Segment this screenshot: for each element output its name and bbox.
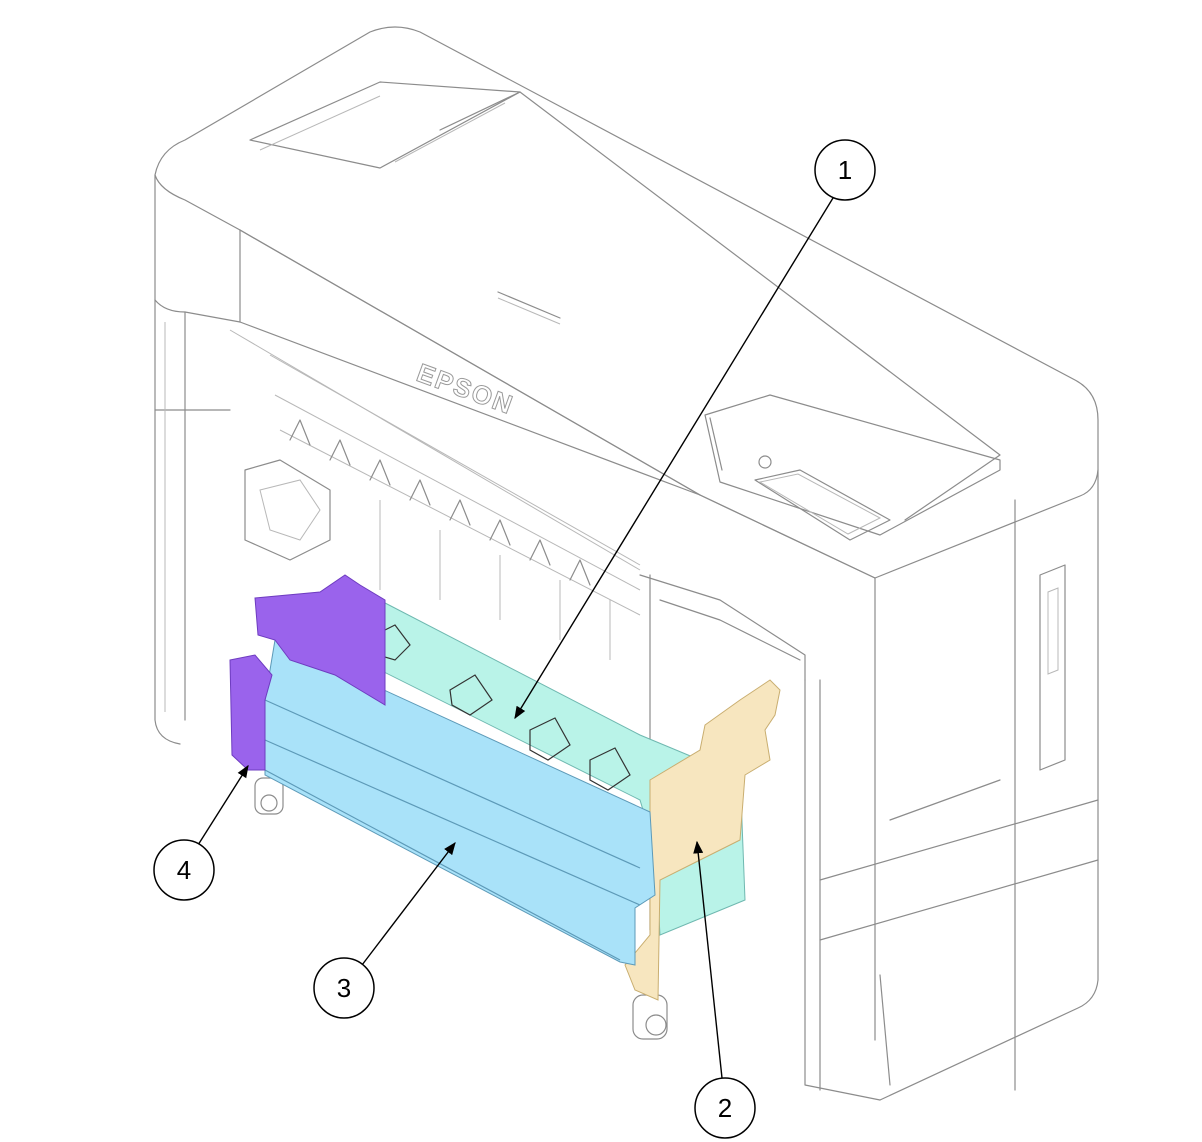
part-3-ribs <box>264 699 641 961</box>
printer-top-lid <box>154 26 1099 579</box>
caster-left <box>254 777 284 815</box>
callout-3-label: 3 <box>337 973 351 1003</box>
callout-3: 3 <box>313 841 456 1019</box>
callout-1: 1 <box>514 139 876 720</box>
power-button-icon <box>758 455 772 469</box>
part-4-side-blocks <box>229 574 386 771</box>
internal-mechanism <box>244 354 641 660</box>
brand-logo: EPSON <box>413 357 518 420</box>
control-panel <box>704 394 1001 541</box>
caster-right <box>632 994 668 1040</box>
callout-4-label: 4 <box>177 855 191 885</box>
callout-1-label: 1 <box>838 155 852 185</box>
callout-2: 2 <box>693 840 756 1139</box>
callout-4: 4 <box>153 764 249 901</box>
callout-2-label: 2 <box>718 1093 732 1123</box>
part-2-side-bracket <box>624 679 781 1001</box>
